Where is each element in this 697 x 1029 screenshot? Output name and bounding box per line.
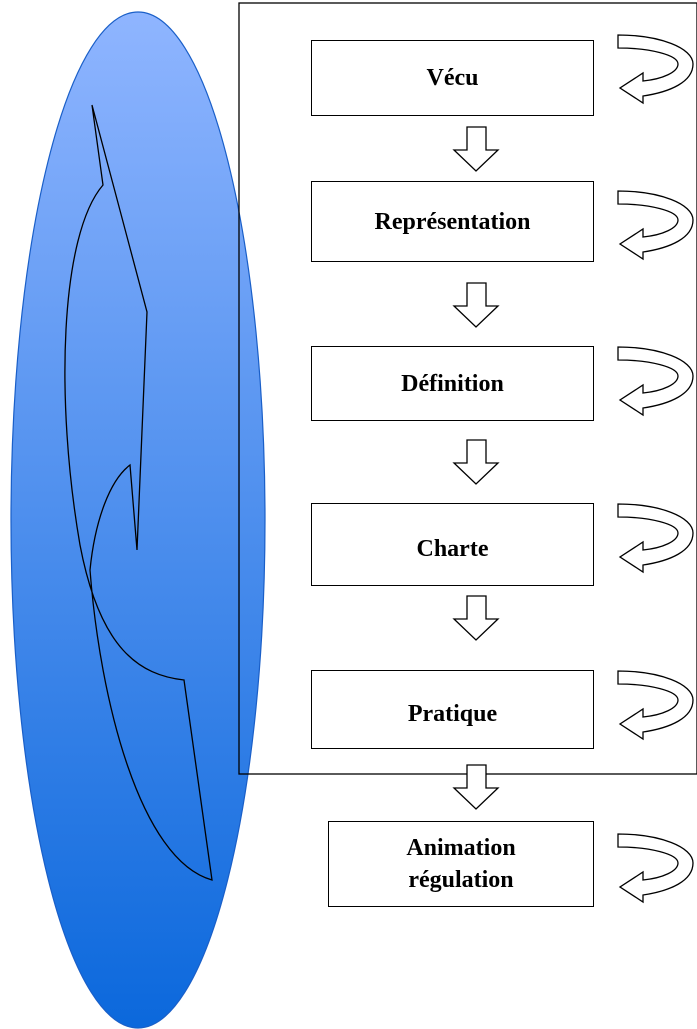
loop-arrow-4 — [617, 503, 694, 574]
down-arrow-2 — [452, 282, 500, 328]
step-label-representation: Représentation — [374, 208, 531, 235]
step-label-definition: Définition — [401, 370, 504, 397]
loop-arrow-1 — [617, 34, 694, 105]
loop-arrow-3 — [617, 346, 694, 417]
step-label-animation-regulation: Animation régulation — [406, 835, 516, 893]
step-box-definition: Définition — [311, 346, 594, 421]
down-arrow-4 — [452, 595, 500, 641]
step-box-vecu: Vécu — [311, 40, 594, 116]
step-box-animation-regulation: Animation régulation — [328, 821, 594, 907]
loop-arrow-5 — [617, 670, 694, 741]
loop-arrows — [617, 34, 694, 904]
down-arrow-1 — [452, 126, 500, 172]
step-label-vecu: Vécu — [426, 65, 479, 91]
down-arrow-5 — [452, 764, 500, 810]
step-box-charte: Charte — [311, 503, 594, 586]
step-box-representation: Représentation — [311, 181, 594, 262]
step-box-pratique: Pratique — [311, 670, 594, 749]
curved-figure-outline — [64, 104, 213, 881]
loop-arrow-2 — [617, 190, 694, 261]
loop-arrow-6 — [617, 833, 694, 904]
step-label-charte: Charte — [416, 535, 489, 562]
down-arrow-3 — [452, 439, 500, 485]
down-arrows — [452, 126, 500, 810]
step-label-pratique: Pratique — [407, 700, 498, 727]
